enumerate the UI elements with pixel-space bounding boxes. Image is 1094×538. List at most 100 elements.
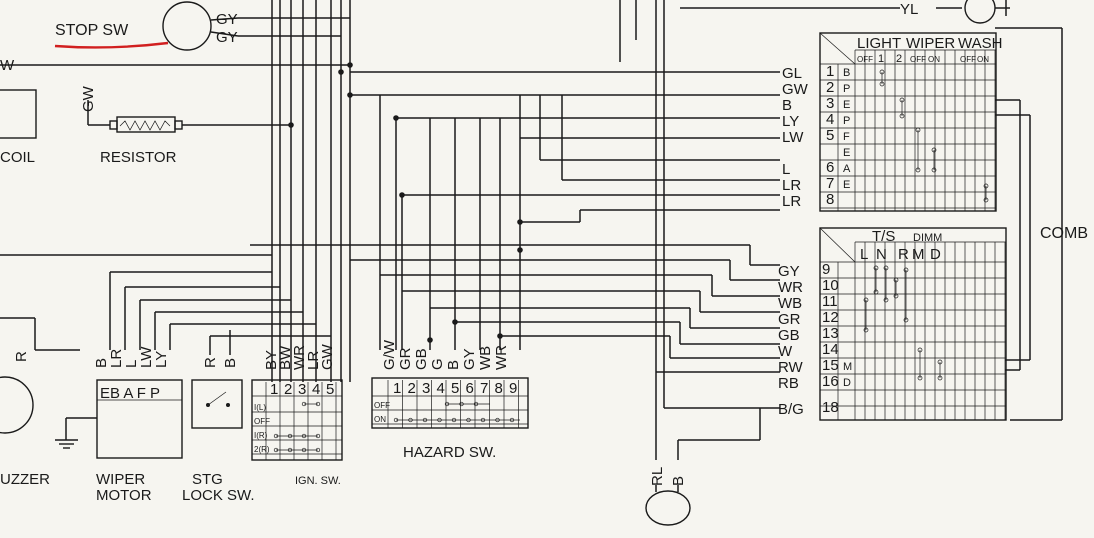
- resistor-label: RESISTOR: [100, 149, 177, 166]
- comb-upper-wire-label: L: [782, 161, 790, 178]
- hazard-wire-label: WR: [493, 345, 510, 370]
- hazard-switch: HAZARD SW.: [371, 377, 529, 461]
- comb-upper-code: E: [843, 99, 850, 111]
- comb-lower-subheader: R: [898, 246, 909, 263]
- junction-dots: [288, 62, 523, 343]
- comb-upper-subheader: ON: [928, 55, 940, 64]
- comb-lower-terminal: 14: [822, 341, 839, 358]
- hazard-row-label: OFF: [374, 401, 390, 410]
- ign-wire-label: GW: [319, 343, 336, 370]
- coil: COIL: [0, 89, 37, 166]
- comb-lower-wire-label: RW: [778, 359, 804, 376]
- comb-lower-terminal: 13: [822, 325, 839, 342]
- comb-upper-code: P: [843, 115, 850, 127]
- stg-label-2: LOCK SW.: [182, 487, 255, 504]
- hazard-wire-label: GY: [461, 348, 478, 370]
- resistor: GW RESISTOR: [80, 85, 183, 166]
- ign-column-number: 1: [270, 381, 278, 398]
- comb-lower-terminal: 16: [822, 373, 839, 390]
- comb-upper-code: F: [843, 131, 850, 143]
- ign-row-label: I(L): [254, 403, 266, 412]
- comb-upper-subheader: OFF: [960, 55, 976, 64]
- wiper-wire-label: LR: [108, 349, 125, 368]
- wiper-motor: EB A F P WIPER MOTOR: [55, 379, 183, 504]
- buzzer: UZZER R: [0, 351, 50, 488]
- hazard-wire-label: WB: [477, 346, 494, 370]
- hazard-column-number: 7: [480, 380, 488, 397]
- comb-upper-terminal: 7: [826, 175, 834, 192]
- comb-upper-wire-label: GL: [782, 65, 802, 82]
- rl-wire-label: RL: [649, 467, 666, 486]
- comb-upper-subheader: 1: [878, 53, 884, 65]
- ign-wire-label: WR: [291, 345, 308, 370]
- hazard-wire-label: G/W: [381, 339, 398, 370]
- comb-lower-code: D: [843, 377, 851, 389]
- hazard-column-number: 3: [422, 380, 430, 397]
- comb-lower-subheader: M: [912, 246, 925, 263]
- stg-label-1: STG: [192, 471, 223, 488]
- ign-row-label: OFF: [254, 417, 270, 426]
- stop-switch-label: STOP SW: [55, 22, 129, 39]
- comb-lower-wire-label: GB: [778, 327, 800, 344]
- comb-upper-subheader: 2: [896, 53, 902, 65]
- wiper-motor-terminals: EB A F P: [100, 385, 160, 402]
- wire-label-gw-resistor: GW: [80, 85, 97, 112]
- comb-upper-code: E: [843, 179, 850, 191]
- wiper-wire-label: LY: [153, 351, 170, 368]
- comb-lower-wire-label: B/G: [778, 401, 804, 418]
- comb-upper-wire-label: LR: [782, 193, 801, 210]
- red-underline-annotation: [54, 41, 169, 49]
- stop-switch: STOP SW GY GY: [54, 1, 239, 51]
- comb-lower-subheader: N: [876, 246, 887, 263]
- comb-lower-terminal: 11: [822, 293, 838, 310]
- ign-column-number: 5: [326, 381, 334, 398]
- ign-column-number: 3: [298, 381, 306, 398]
- comb-upper-code: A: [843, 163, 851, 175]
- wire-label-w-left: W: [0, 57, 15, 74]
- ign-wire-label: BW: [277, 345, 294, 370]
- rl-b-connector: [645, 485, 691, 526]
- stop-switch-symbol: [162, 1, 212, 51]
- comb-lower-terminal: 18: [822, 399, 839, 416]
- comb-upper-code: P: [843, 83, 850, 95]
- comb-label: COMB: [1040, 225, 1088, 242]
- rl-wire-label: B: [670, 476, 687, 486]
- comb-upper-terminal: 2: [826, 79, 834, 96]
- ign-row-label: 2(R): [254, 445, 270, 454]
- ign-column-number: 2: [284, 381, 292, 398]
- stg-wire-label: R: [202, 357, 219, 368]
- comb-lower-wire-label: W: [778, 343, 793, 360]
- combination-switch-upper: [819, 32, 997, 212]
- comb-lower-wire-label: WB: [778, 295, 802, 312]
- comb-upper-subheader: OFF: [910, 55, 926, 64]
- comb-upper-wire-label: LW: [782, 129, 804, 146]
- wiper-label-2: MOTOR: [96, 487, 152, 504]
- comb-lower-terminal: 15: [822, 357, 839, 374]
- ign-wire-label: LR: [305, 351, 322, 370]
- coil-label: COIL: [0, 149, 35, 166]
- hazard-column-number: 2: [408, 380, 416, 397]
- comb-lower-code: M: [843, 361, 852, 373]
- comb-lower-wire-label: WR: [778, 279, 803, 296]
- hazard-column-number: 5: [451, 380, 459, 397]
- comb-lower-wire-label: GR: [778, 311, 801, 328]
- wire-label-yl: YL: [900, 1, 918, 18]
- wiper-label-1: WIPER: [96, 471, 145, 488]
- hazard-wire-label: B: [445, 360, 462, 370]
- comb-upper-wire-label: LY: [782, 113, 799, 130]
- wiper-wire-label: L: [123, 360, 140, 368]
- resistor-zigzag-icon: [119, 120, 171, 131]
- comb-upper-code: E: [843, 147, 850, 159]
- comb-lower-subheader: D: [930, 246, 941, 263]
- combination-switch-feed-wires: [109, 27, 1063, 460]
- hazard-column-number: 6: [466, 380, 474, 397]
- hazard-column-number: 9: [509, 380, 517, 397]
- comb-upper-terminal: 8: [826, 191, 834, 208]
- wiper-wire-label: LW: [138, 346, 155, 368]
- wire-label-r-buzzer: R: [13, 351, 30, 362]
- ign-row-label: I(R): [254, 431, 268, 440]
- wiper-wire-label: B: [93, 358, 110, 368]
- hazard-column-number: 8: [495, 380, 503, 397]
- vertical-bus-wires: [271, 0, 665, 420]
